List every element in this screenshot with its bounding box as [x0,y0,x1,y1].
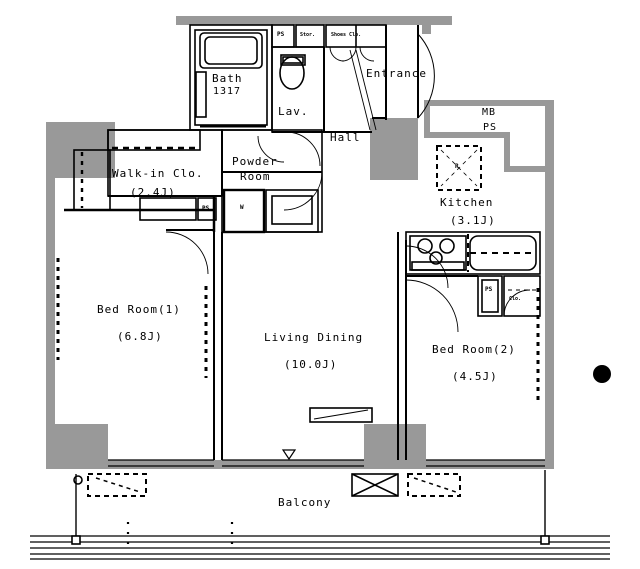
room-label-lav: Lav. [278,105,309,118]
room-size-living: (10.0J) [284,358,338,371]
room-size-bedroom1: (6.8J) [117,330,163,343]
room-size-bedroom2: (4.5J) [452,370,498,383]
room-size-walk-in-clo: (2.4J) [130,186,176,199]
room-label-bedroom2: Bed Room(2) [432,343,516,356]
room-size-kitchen: (3.1J) [450,214,496,227]
label-ps-bed2: PS [485,286,493,293]
room-label-kitchen: Kitchen [440,196,494,209]
room-label-powder: Powder [232,155,278,168]
interior-walls [30,24,610,560]
label-clo-bed2: Clo. [509,296,522,302]
room-label-bath: Bath [212,72,243,85]
label-stor: Stor. [300,32,316,38]
label-ps-wic: PS [202,205,210,212]
label-ps-bath: PS [277,31,285,38]
label-fridge: R [455,163,459,170]
room-label-entrance: Entrance [366,67,427,80]
room-label-balcony: Balcony [278,496,332,509]
compass-dot [593,365,611,383]
room-label-hall: Hall [330,131,361,144]
room-label-powder-2: Room [240,170,271,183]
room-label-ps-main: PS [483,122,498,133]
room-label-living: Living Dining [264,331,364,344]
label-washer: W [240,204,244,211]
room-label-walk-in-clo: Walk-in Clo. [112,167,204,180]
label-shoes-clo: Shoes Clo. [331,32,362,38]
structural-walls [46,16,554,469]
room-label-bedroom1: Bed Room(1) [97,303,181,316]
room-label-mb: MB [482,107,497,118]
room-size-bath: 1317 [213,86,242,97]
